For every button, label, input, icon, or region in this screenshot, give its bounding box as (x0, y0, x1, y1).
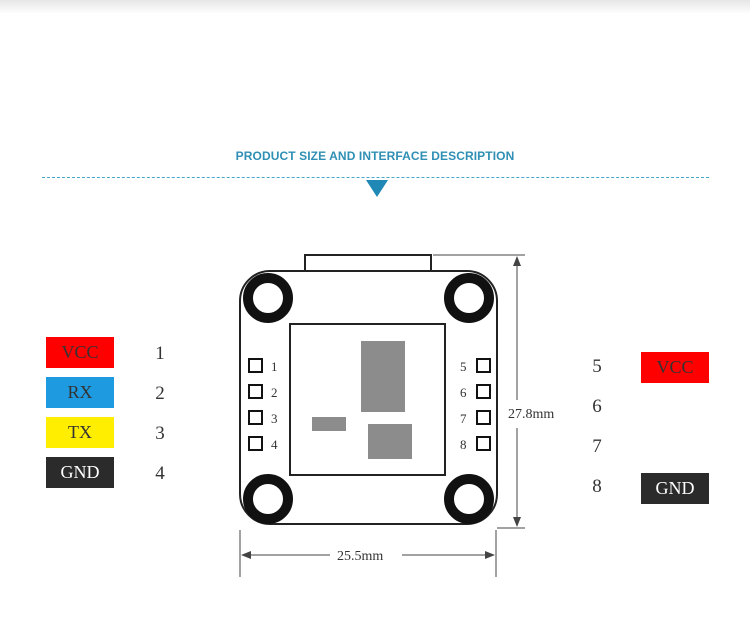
left-pads: 1 2 3 4 (248, 358, 278, 452)
right-label-vcc: VCC (641, 352, 709, 383)
down-arrow-icon (366, 180, 388, 197)
height-dimension-label: 27.8mm (508, 407, 554, 422)
mounting-hole-icon (444, 474, 494, 524)
pad-icon (476, 410, 491, 425)
pad-label-3: 3 (271, 411, 278, 426)
mounting-hole-icon (243, 273, 293, 323)
chip-large (361, 341, 405, 412)
left-label-vcc: VCC (46, 337, 114, 368)
dashed-divider (42, 177, 709, 178)
height-dimension (433, 254, 525, 529)
pad-icon (476, 384, 491, 399)
left-label-gnd: GND (46, 457, 114, 488)
mounting-holes (243, 273, 494, 524)
top-shade (0, 0, 750, 14)
chip-small (368, 424, 412, 459)
left-label-tx: TX (46, 417, 114, 448)
right-pin-number-7: 7 (592, 436, 602, 457)
left-pin-number-3: 3 (155, 423, 165, 444)
pad-label-7: 7 (460, 411, 467, 426)
width-dimension (239, 530, 497, 577)
right-label-gnd: GND (641, 473, 709, 504)
pad-icon (476, 436, 491, 451)
mounting-hole-icon (243, 474, 293, 524)
pad-icon (248, 358, 263, 373)
pad-icon (248, 384, 263, 399)
right-pin-number-6: 6 (592, 396, 602, 417)
pad-label-4: 4 (271, 437, 278, 452)
left-pin-number-4: 4 (155, 463, 165, 484)
pad-label-1: 1 (271, 359, 278, 374)
right-pin-number-5: 5 (592, 356, 602, 377)
pad-icon (248, 410, 263, 425)
left-pin-number-2: 2 (155, 383, 165, 404)
right-pads: 5 6 7 8 (460, 358, 491, 452)
width-dimension-label: 25.5mm (337, 549, 383, 564)
pad-label-2: 2 (271, 385, 278, 400)
pad-label-5: 5 (460, 359, 467, 374)
section-title: PRODUCT SIZE AND INTERFACE DESCRIPTION (235, 149, 515, 163)
right-pin-number-8: 8 (592, 476, 602, 497)
pad-label-6: 6 (460, 385, 467, 400)
pad-icon (476, 358, 491, 373)
mounting-hole-icon (444, 273, 494, 323)
pad-label-8: 8 (460, 437, 467, 452)
left-pin-number-1: 1 (155, 343, 165, 364)
left-label-rx: RX (46, 377, 114, 408)
component-small (312, 417, 346, 431)
pad-icon (248, 436, 263, 451)
